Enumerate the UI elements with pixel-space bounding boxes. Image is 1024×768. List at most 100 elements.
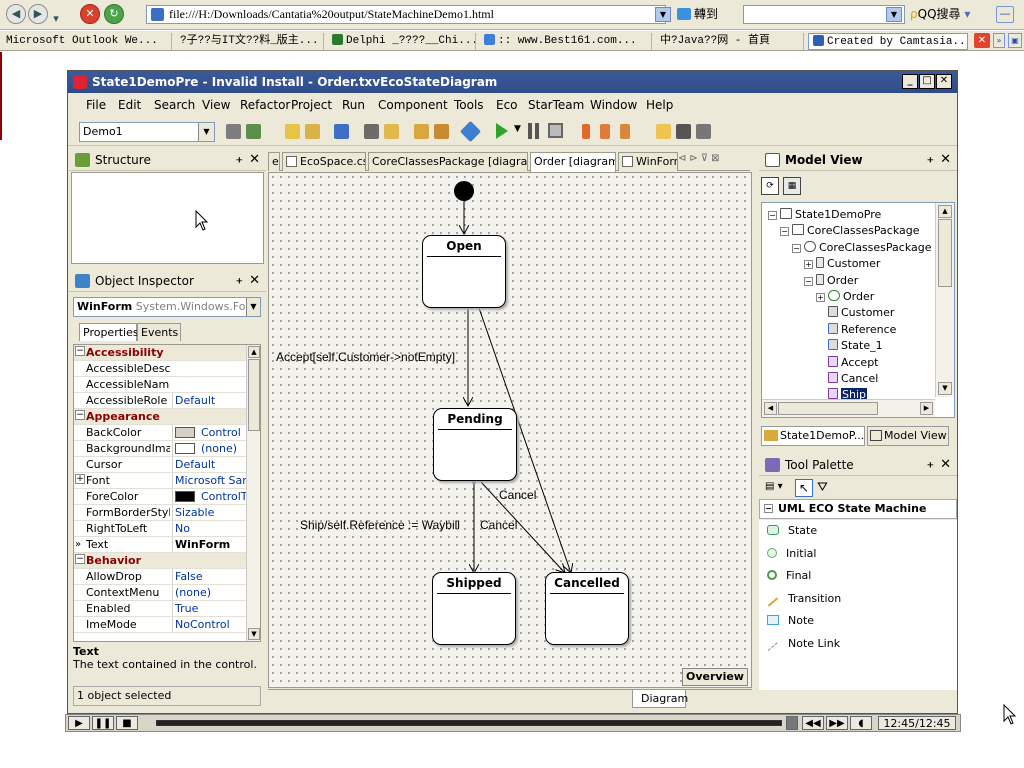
property-category[interactable]: −Behavior [74, 553, 246, 569]
property-category[interactable]: −Appearance [74, 409, 246, 425]
overview-button[interactable]: Overview [682, 668, 748, 686]
initial-state[interactable] [454, 181, 474, 201]
close-icon[interactable]: ✕ [940, 457, 951, 472]
close-icon[interactable]: ✕ [249, 152, 260, 167]
property-value[interactable]: Control [172, 425, 246, 440]
property-value[interactable]: (none) [172, 585, 246, 600]
run-dropdown-icon[interactable]: ▼ [514, 124, 521, 134]
close-icon[interactable]: ✕ [249, 273, 260, 288]
tab-navigation-icon[interactable]: ⊲⊳⊽⊠ [678, 153, 723, 164]
property-value[interactable]: Default [172, 457, 246, 472]
property-value[interactable]: Default [172, 393, 246, 408]
tree-node[interactable]: −CoreClassesPackage [780, 223, 920, 239]
stop-icon[interactable]: ■ [116, 716, 138, 730]
stop-icon[interactable]: ✕ [80, 4, 100, 24]
tab-coreclasses-diagram[interactable]: CoreClassesPackage [diagram] [368, 152, 528, 171]
menu-component[interactable]: Component [378, 98, 448, 112]
build-all-icon[interactable] [246, 124, 261, 139]
fast-forward-icon[interactable]: ▶▶ [826, 716, 848, 730]
tree-node[interactable]: State_1 [816, 338, 883, 354]
pin-icon[interactable]: ᚐ [927, 153, 933, 166]
palette-item[interactable]: State [767, 520, 817, 542]
forward-dropdown-icon[interactable]: ▾ [53, 12, 59, 25]
palette-item[interactable]: Note Link [767, 633, 840, 655]
run-icon[interactable] [496, 123, 508, 139]
property-row[interactable]: BackgroundImag(none) [74, 441, 246, 457]
refresh-icon[interactable]: ↻ [104, 4, 124, 24]
transition-cancel-open[interactable] [478, 307, 571, 573]
menu-eco[interactable]: Eco [496, 98, 518, 112]
transition-label-cancel[interactable]: Cancel [480, 518, 518, 532]
close-tab-icon[interactable]: ✕ [974, 33, 990, 48]
tree-node[interactable]: Accept [816, 355, 879, 371]
categories-icon[interactable]: ▤ ▾ [765, 481, 783, 492]
pause-icon[interactable] [528, 123, 532, 139]
browser-tab[interactable]: Microsoft Outlook We... [2, 33, 172, 50]
collapse-icon[interactable]: − [780, 227, 789, 237]
menu-search[interactable]: Search [154, 98, 196, 112]
open-icon[interactable] [305, 124, 320, 139]
menu-starteam[interactable]: StarTeam [528, 98, 585, 112]
expand-icon[interactable]: + [75, 474, 85, 484]
tab-truncated[interactable]: e [268, 152, 280, 171]
property-value[interactable]: Sizable [172, 505, 246, 520]
scrollbar[interactable]: ▲ ▼ [246, 345, 260, 641]
browser-tab[interactable]: Delphi _????__Chi... [328, 33, 476, 50]
pause-icon[interactable]: ❚❚ [92, 716, 114, 730]
volume-icon[interactable]: ◖ [850, 716, 872, 730]
palette-item[interactable]: Transition [767, 588, 841, 610]
minimize-icon[interactable]: _ [902, 74, 918, 89]
tab-diagram[interactable]: Diagram [632, 690, 688, 708]
menu-run[interactable]: Run [342, 98, 366, 112]
collapse-icon[interactable]: − [75, 410, 85, 420]
config-combo[interactable]: Demo1 ▼ [79, 122, 215, 142]
back-icon[interactable]: ◀ [6, 4, 26, 24]
expand-icon[interactable]: + [816, 293, 825, 302]
tree-node[interactable]: −Order [804, 273, 858, 289]
forward-icon[interactable]: ▶ [28, 4, 48, 24]
property-value[interactable]: Microsoft Sans [172, 473, 246, 488]
tree-node[interactable]: Cancel [816, 371, 878, 387]
address-bar[interactable]: file:///H:/Downloads/Cantatia%20output/S… [146, 5, 666, 24]
property-value[interactable]: True [172, 601, 246, 616]
property-value[interactable]: (none) [172, 441, 246, 456]
tree-node[interactable]: Ship [816, 387, 867, 403]
add-file-icon[interactable] [414, 124, 429, 139]
menu-refactor[interactable]: Refactor [240, 98, 291, 112]
browser-tab[interactable]: ?子??与IT文??料_版主... [176, 33, 324, 50]
transition-label-cancel[interactable]: Cancel [499, 488, 537, 502]
menu-edit[interactable]: Edit [118, 98, 142, 112]
chevron-down-icon[interactable]: ▼ [198, 123, 214, 141]
horizontal-scrollbar[interactable]: ◀ ▶ [762, 399, 935, 417]
property-value[interactable]: No [172, 521, 246, 536]
remove-file-icon[interactable] [434, 124, 449, 139]
palette-item[interactable]: Initial [767, 543, 816, 565]
property-row[interactable]: AccessibleDescri [74, 361, 246, 377]
tree-node[interactable]: −State1DemoPre [768, 207, 881, 223]
close-icon[interactable]: ✕ [936, 74, 952, 89]
collapse-icon[interactable]: − [804, 276, 813, 286]
property-category[interactable]: −Accessibility [74, 345, 246, 361]
palette-item[interactable]: Note [767, 610, 814, 632]
tab-properties[interactable]: Properties [79, 323, 139, 341]
transition-label-accept[interactable]: Accept[self.Customer->notEmpty] [276, 350, 456, 364]
property-value[interactable]: False [172, 569, 246, 584]
pin-icon[interactable]: ᚐ [236, 153, 242, 166]
menu-view[interactable]: View [202, 98, 231, 112]
go-button[interactable]: 轉到 [677, 5, 737, 24]
browser-tab[interactable]: :: www.Best161.com... [480, 33, 652, 50]
tab-ecospace[interactable]: EcoSpace.cs [282, 152, 366, 171]
tree-node[interactable]: Reference [816, 322, 896, 338]
seek-bar[interactable] [156, 720, 782, 726]
state-pending[interactable]: Pending [433, 408, 517, 481]
palette-item[interactable]: Final [767, 565, 811, 587]
state-cancelled[interactable]: Cancelled [545, 572, 629, 645]
search-dropdown-icon[interactable]: ▼ [886, 7, 902, 22]
toggle-form-icon[interactable] [676, 124, 691, 139]
pin-icon[interactable]: ᚐ [236, 274, 242, 287]
